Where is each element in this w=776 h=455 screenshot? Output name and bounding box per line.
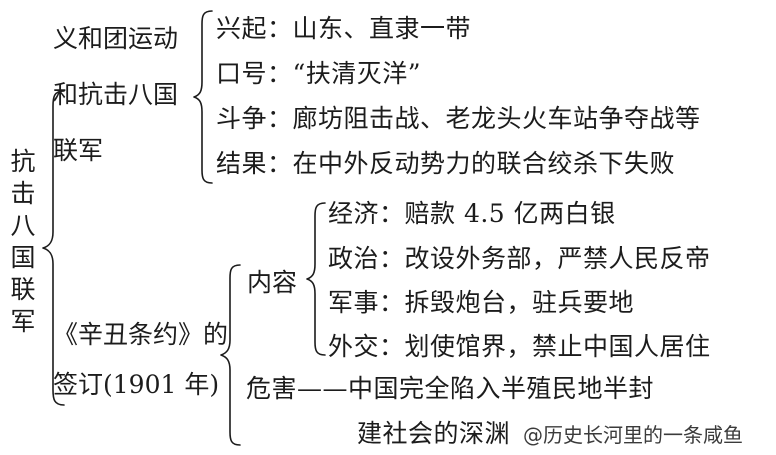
branch-xinchou-treaty-label-line-1: 《辛丑条约》的 <box>53 320 229 349</box>
item-treaty-harm-line-2: 建社会的深渊 <box>357 419 511 448</box>
group-content-brace <box>306 202 326 356</box>
branch-boxer-movement-label-line-2: 和抗击八国 <box>53 80 179 109</box>
item-treaty-military: 军事：拆毁炮台，驻兵要地 <box>328 288 635 317</box>
group-content-label: 内容 <box>247 268 298 297</box>
root-brace <box>42 90 65 406</box>
item-boxer-origin: 兴起：山东、直隶一带 <box>216 14 472 43</box>
item-treaty-diplomatic: 外交：划使馆界，禁止中国人居住 <box>328 332 711 361</box>
branch-xinchou-treaty-brace <box>220 264 241 446</box>
watermark-text: @历史长河里的一条咸鱼 <box>523 423 743 447</box>
item-boxer-result: 结果：在中外反动势力的联合绞杀下失败 <box>216 149 676 178</box>
item-boxer-struggle: 斗争：廊坊阻击战、老龙头火车站争夺战等 <box>216 104 701 133</box>
item-treaty-economic: 经济：赔款 4.5 亿两白银 <box>328 199 616 228</box>
branch-boxer-movement-label-line-1: 义和团运动 <box>53 24 179 53</box>
root-node-label: 抗击八国联军 <box>7 148 36 340</box>
branch-boxer-movement-brace <box>193 10 213 184</box>
item-treaty-political: 政治：改设外务部，严禁人民反帝 <box>328 244 711 273</box>
item-treaty-harm-line-1: 危害——中国完全陷入半殖民地半封 <box>246 374 655 403</box>
item-boxer-slogan: 口号：“扶清灭洋” <box>216 59 422 88</box>
branch-xinchou-treaty-label-line-2: 签订(1901 年) <box>53 370 220 399</box>
branch-boxer-movement-label-line-3: 联军 <box>53 136 104 165</box>
